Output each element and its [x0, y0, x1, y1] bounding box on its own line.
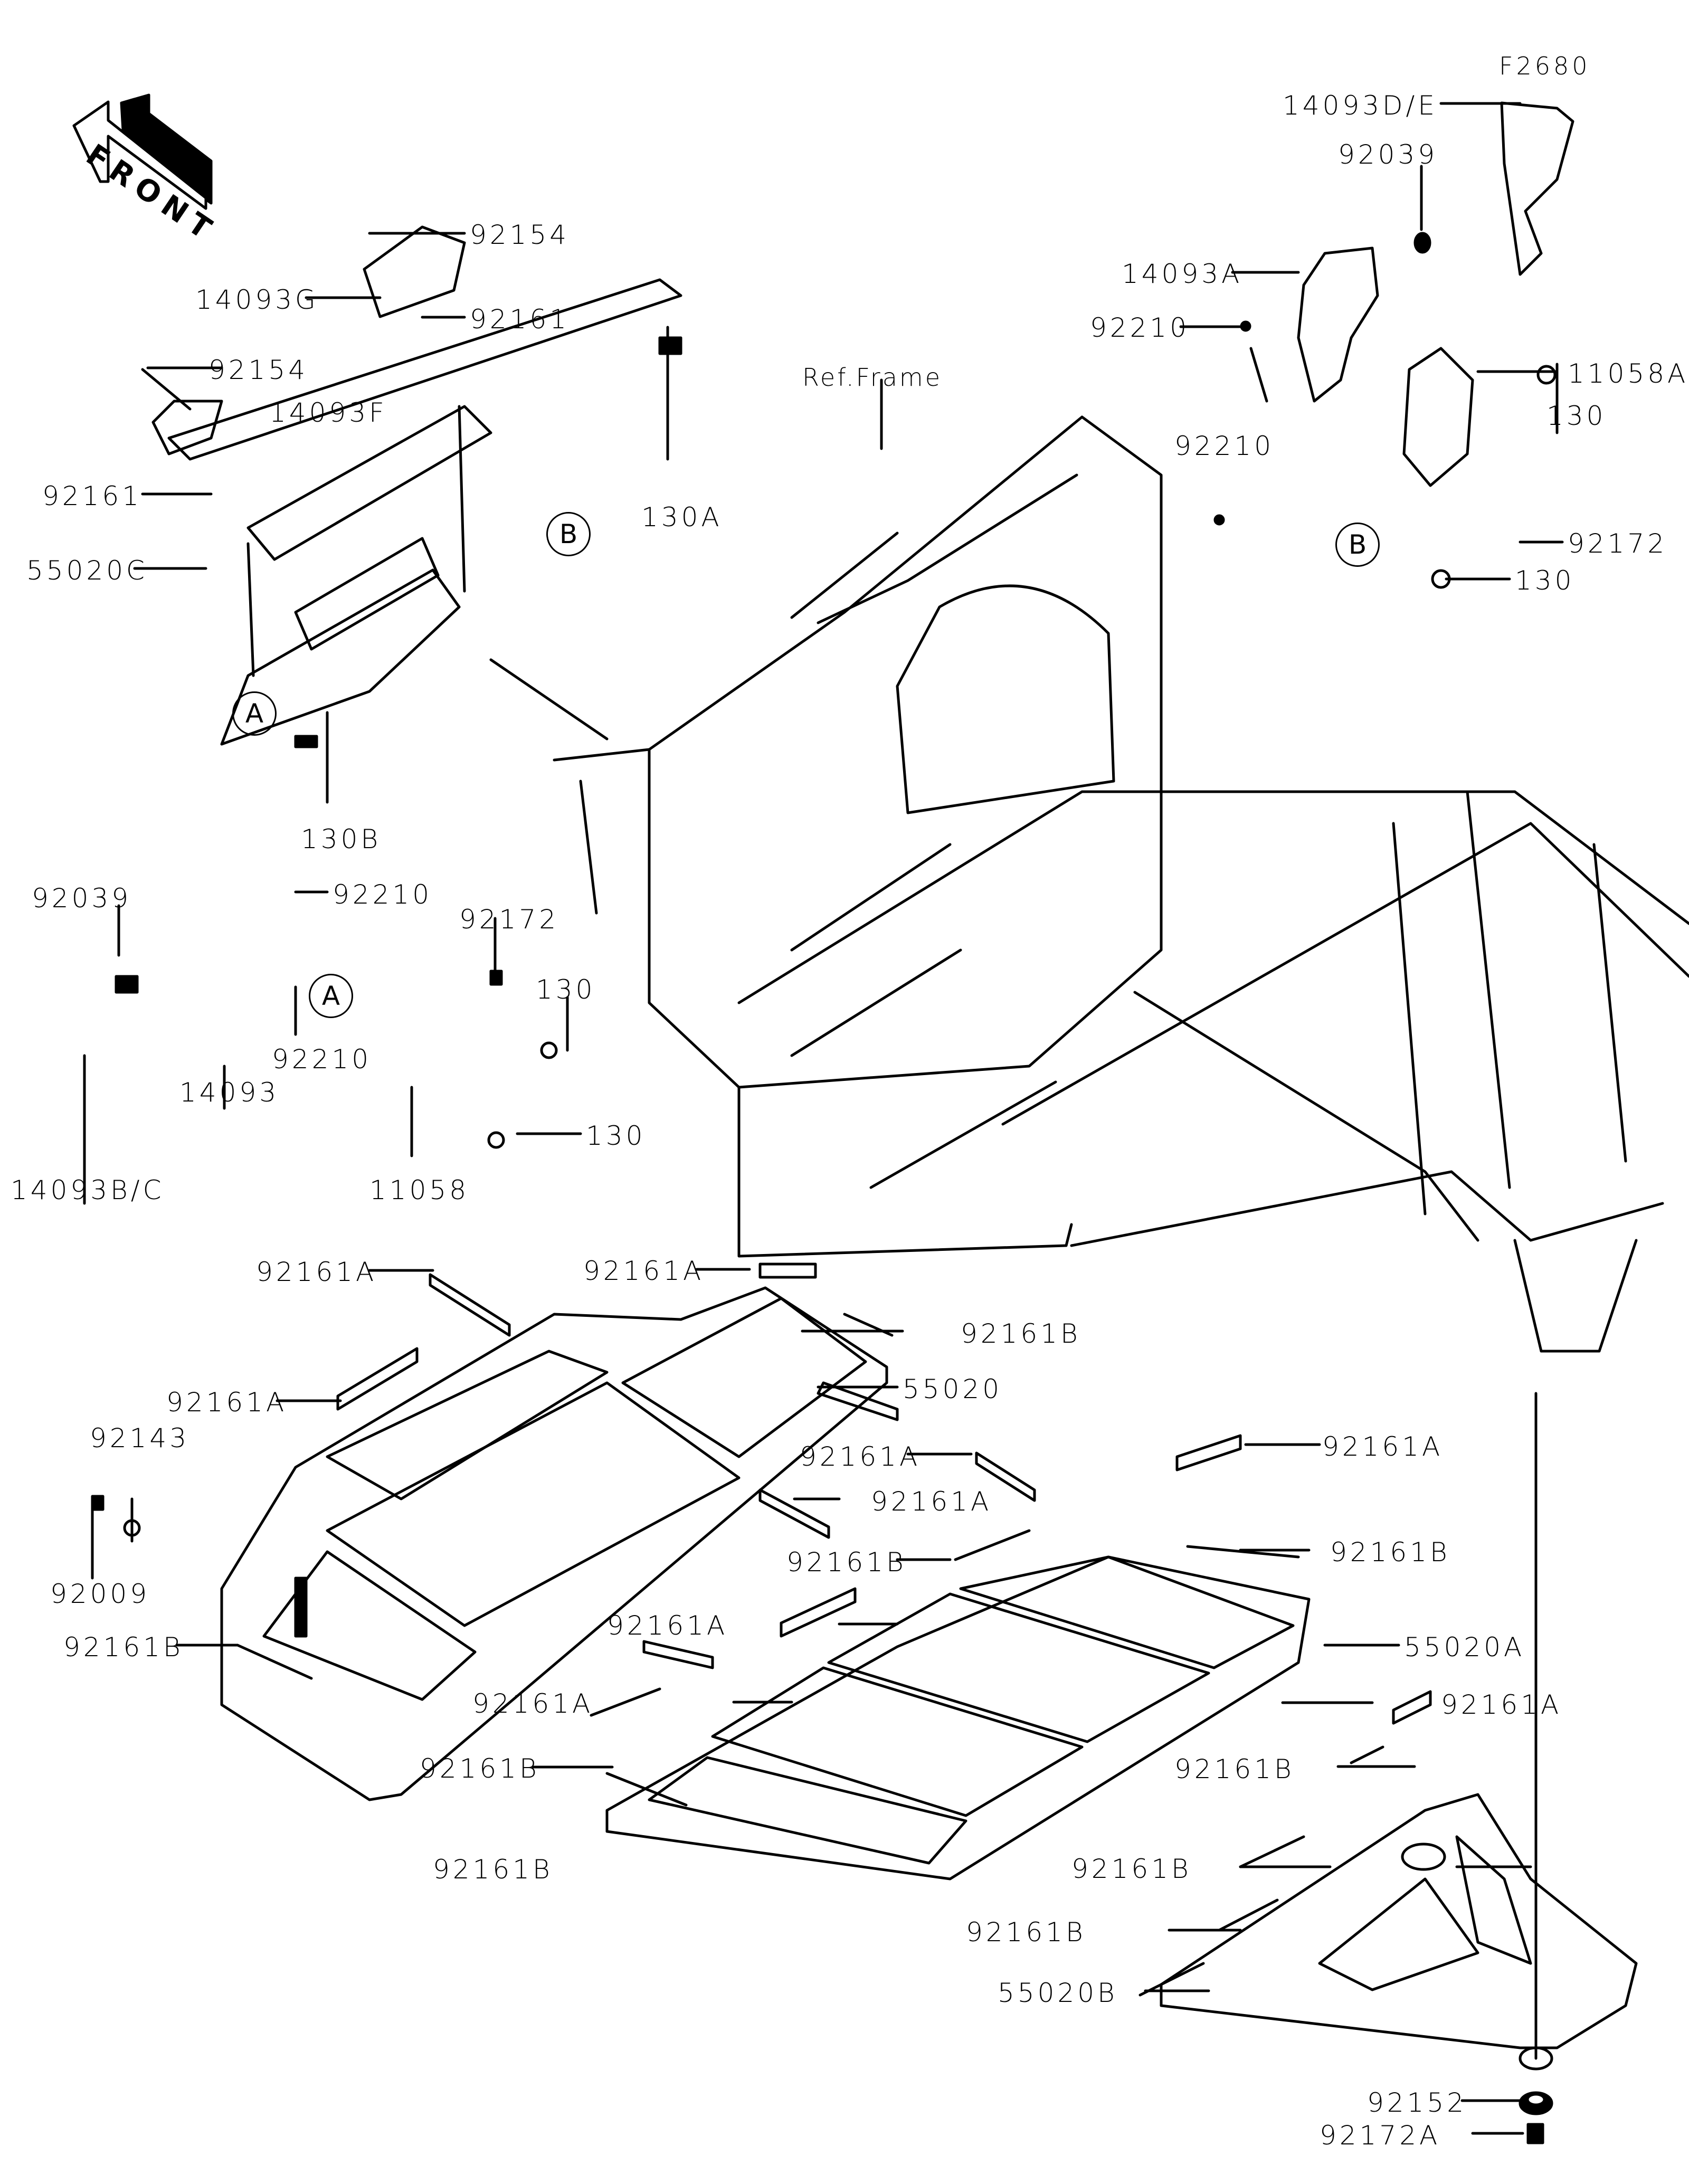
- part-label-92161b[interactable]: 92161B: [420, 1753, 540, 1784]
- part-label-92161a[interactable]: 92161A: [1322, 1431, 1444, 1462]
- right-guard-assembly: [1213, 101, 1574, 589]
- part-label-92039[interactable]: 92039: [32, 883, 132, 914]
- part-label-92210[interactable]: 92210: [1090, 312, 1190, 343]
- part-label-92161b[interactable]: 92161B: [1174, 1754, 1295, 1784]
- hardware-fasteners: [91, 336, 1553, 2144]
- part-label-92172[interactable]: 92172: [459, 904, 559, 935]
- part-label-92161a[interactable]: 92161A: [871, 1486, 992, 1517]
- skid-plate-55020B: [1160, 1793, 1638, 2071]
- part-label-55020b[interactable]: 55020B: [998, 1978, 1118, 2008]
- part-label-130a[interactable]: 130A: [641, 502, 723, 533]
- part-label-92161a[interactable]: 92161A: [256, 1257, 377, 1287]
- ref-frame-label: Ref.Frame: [802, 363, 942, 392]
- front-arrow-icon: [72, 93, 213, 210]
- part-label-130[interactable]: 130: [1515, 565, 1575, 596]
- part-label-92039[interactable]: 92039: [1338, 139, 1438, 170]
- part-label-92161[interactable]: 92161: [470, 304, 570, 335]
- part-label-130[interactable]: 130: [536, 974, 596, 1005]
- part-label-92161a[interactable]: 92161A: [800, 1441, 921, 1472]
- part-label-14093f[interactable]: 14093F: [269, 397, 387, 428]
- part-label-92154[interactable]: 92154: [470, 220, 570, 250]
- skid-plate-55020A: [605, 1555, 1311, 1881]
- part-label-92161b[interactable]: 92161B: [63, 1632, 184, 1663]
- part-label-92210[interactable]: 92210: [1174, 431, 1275, 461]
- callout-a: A: [309, 974, 353, 1018]
- part-label-92161b[interactable]: 92161B: [1330, 1537, 1450, 1568]
- part-label-14093de[interactable]: 14093D/E: [1283, 90, 1438, 121]
- part-label-92152[interactable]: 92152: [1367, 2087, 1467, 2118]
- front-bracket-assembly: [151, 225, 682, 746]
- part-label-130[interactable]: 130: [586, 1121, 646, 1151]
- part-label-92161a[interactable]: 92161A: [166, 1387, 288, 1418]
- foam-strips: [236, 1262, 1432, 1997]
- part-label-11058a[interactable]: 11058A: [1568, 358, 1689, 389]
- main-frame: [489, 415, 1689, 1353]
- part-label-92161b[interactable]: 92161B: [961, 1318, 1081, 1349]
- part-label-92154[interactable]: 92154: [208, 355, 309, 385]
- part-label-55020[interactable]: 55020: [903, 1374, 1003, 1404]
- part-label-92161a[interactable]: 92161A: [583, 1256, 705, 1286]
- part-label-92161a[interactable]: 92161A: [607, 1610, 728, 1641]
- part-label-55020c[interactable]: 55020C: [26, 555, 148, 586]
- part-label-92161[interactable]: 92161: [42, 481, 143, 511]
- part-label-92161b[interactable]: 92161B: [786, 1547, 907, 1578]
- part-label-92143[interactable]: 92143: [90, 1423, 190, 1454]
- part-label-130[interactable]: 130: [1546, 401, 1607, 431]
- part-label-92161b[interactable]: 92161B: [966, 1917, 1086, 1948]
- part-label-92161b[interactable]: 92161B: [1071, 1854, 1192, 1884]
- part-label-14093bc[interactable]: 14093B/C: [11, 1175, 165, 1205]
- part-label-92210[interactable]: 92210: [272, 1044, 372, 1075]
- part-label-92172[interactable]: 92172: [1568, 528, 1668, 559]
- part-label-14093g[interactable]: 14093G: [195, 284, 319, 315]
- part-label-11058[interactable]: 11058: [369, 1175, 470, 1205]
- part-label-55020a[interactable]: 55020A: [1404, 1632, 1525, 1663]
- callout-b: B: [546, 512, 591, 556]
- skid-plate-55020: [220, 1286, 888, 1801]
- part-label-92161b[interactable]: 92161B: [433, 1854, 553, 1885]
- part-label-130b[interactable]: 130B: [301, 824, 382, 854]
- part-label-92009[interactable]: 92009: [50, 1579, 150, 1609]
- part-label-92161a[interactable]: 92161A: [472, 1688, 594, 1719]
- figure-id: F2680: [1499, 52, 1591, 80]
- part-label-14093a[interactable]: 14093A: [1122, 259, 1243, 289]
- part-label-14093[interactable]: 14093: [179, 1077, 280, 1108]
- part-label-92172a[interactable]: 92172A: [1320, 2120, 1441, 2151]
- callout-a: A: [232, 691, 277, 736]
- part-label-92161a[interactable]: 92161A: [1441, 1689, 1562, 1720]
- callout-b: B: [1335, 523, 1380, 567]
- part-label-92210[interactable]: 92210: [333, 879, 433, 910]
- leader-lines: [83, 102, 1564, 2135]
